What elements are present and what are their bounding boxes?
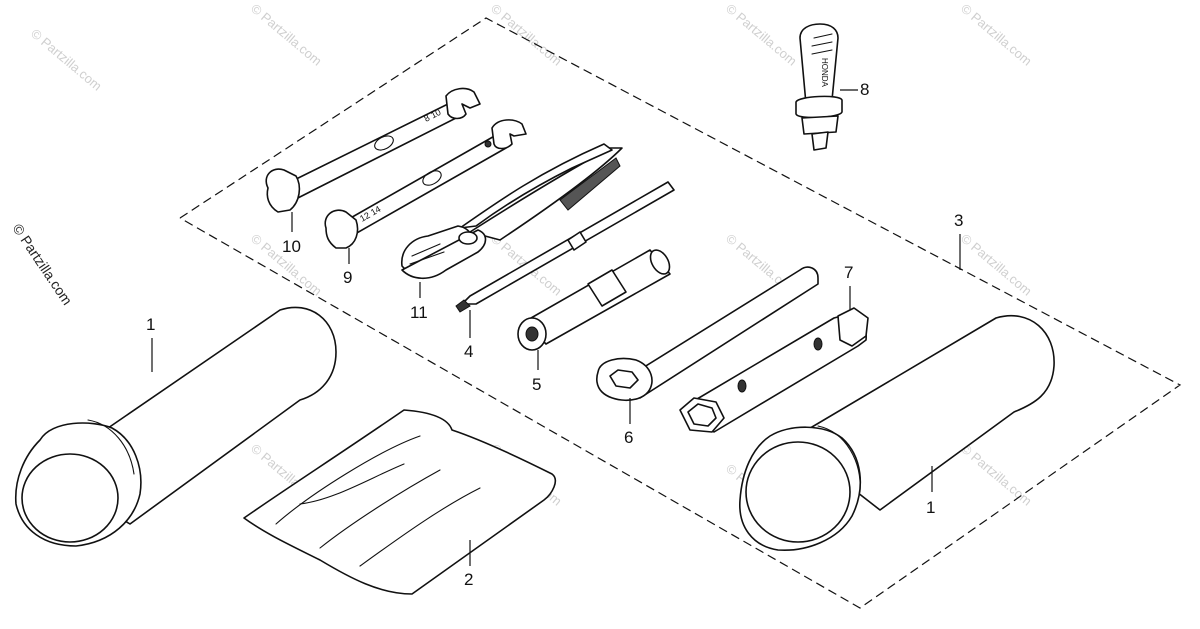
part-label-5[interactable]: 5 [532, 375, 541, 394]
tool-bag-2[interactable] [243, 409, 557, 595]
part-label-6[interactable]: 6 [624, 428, 633, 447]
watermark: © Partzilla.com [958, 1, 1035, 69]
part-label-3[interactable]: 3 [954, 211, 963, 230]
part-label-1b[interactable]: 1 [926, 498, 935, 517]
part-label-7[interactable]: 7 [844, 263, 853, 282]
tool-tube-right[interactable] [739, 314, 1055, 551]
part-label-9[interactable]: 9 [343, 268, 352, 287]
watermark: © Partzilla.com [723, 1, 800, 69]
edge-watermark: © Partzilla.com [10, 221, 76, 308]
watermark: © Partzilla.com [28, 26, 105, 94]
part-label-11[interactable]: 11 [410, 303, 428, 322]
plug-tool-8[interactable]: HONDA [795, 23, 843, 151]
pliers-11[interactable] [401, 143, 623, 280]
box-spanner-7[interactable] [679, 307, 869, 433]
ring-spanner-6[interactable] [596, 266, 819, 402]
wrench-10[interactable]: 8 10 [265, 87, 481, 213]
part-label-8[interactable]: 8 [860, 80, 869, 99]
part-label-2[interactable]: 2 [464, 570, 473, 589]
watermark: © Partzilla.com [488, 1, 565, 69]
part-label-4[interactable]: 4 [464, 342, 473, 361]
watermark: © Partzilla.com [248, 1, 325, 69]
kit-boundary [179, 17, 1182, 609]
part-label-10[interactable]: 10 [282, 237, 301, 256]
screwdriver-4[interactable] [455, 181, 675, 313]
part-label-1a[interactable]: 1 [146, 315, 155, 334]
tool-tube-left[interactable] [14, 306, 337, 547]
socket-extension-5[interactable] [517, 247, 673, 351]
brand-text: HONDA [820, 58, 829, 88]
watermark: © Partzilla.com [958, 441, 1035, 509]
wrench-9[interactable]: 12 14 [324, 119, 527, 249]
